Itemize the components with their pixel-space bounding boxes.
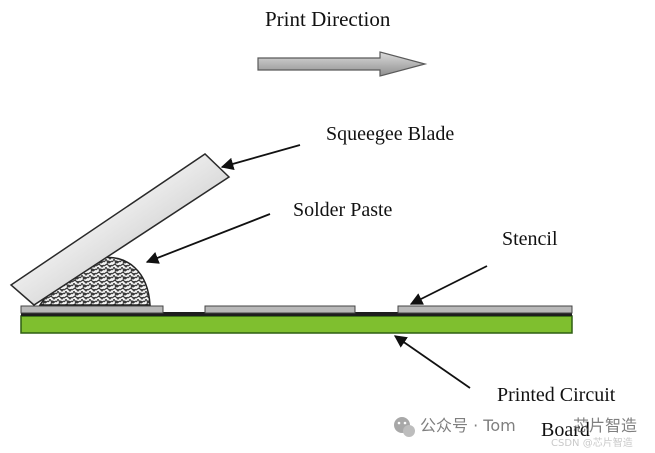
stencil-segment-right [397, 305, 573, 314]
wechat-icon [394, 417, 415, 437]
stencil-leader-arrow [409, 265, 488, 305]
stencil-segment-left [20, 305, 164, 314]
watermark-tail-text: 芯片智造 [573, 416, 637, 435]
squeegee-blade-label: Squeegee Blade [326, 123, 454, 145]
wechat-watermark: 公众号 · Tom 芯片智造 [394, 416, 637, 437]
squeegee-blade [9, 153, 231, 306]
board-label-line1: Printed Circuit [497, 384, 616, 406]
board-label-line2: Board [541, 419, 590, 441]
watermark-text: 公众号 · Tom [420, 416, 516, 435]
stencil-segment-middle [204, 305, 356, 314]
print-direction-arrow [257, 51, 428, 77]
solder-paste-label: Solder Paste [293, 199, 393, 221]
board-leader-arrow [393, 335, 471, 389]
pcb-pad-line [21, 312, 572, 316]
csdn-watermark: CSDN @芯片智造 [551, 436, 633, 449]
paste-leader-arrow [145, 213, 271, 264]
stencil-label: Stencil [502, 228, 558, 250]
pcb-board [20, 315, 573, 334]
squeegee-leader-arrow [220, 144, 301, 170]
print-direction-label: Print Direction [265, 7, 391, 31]
